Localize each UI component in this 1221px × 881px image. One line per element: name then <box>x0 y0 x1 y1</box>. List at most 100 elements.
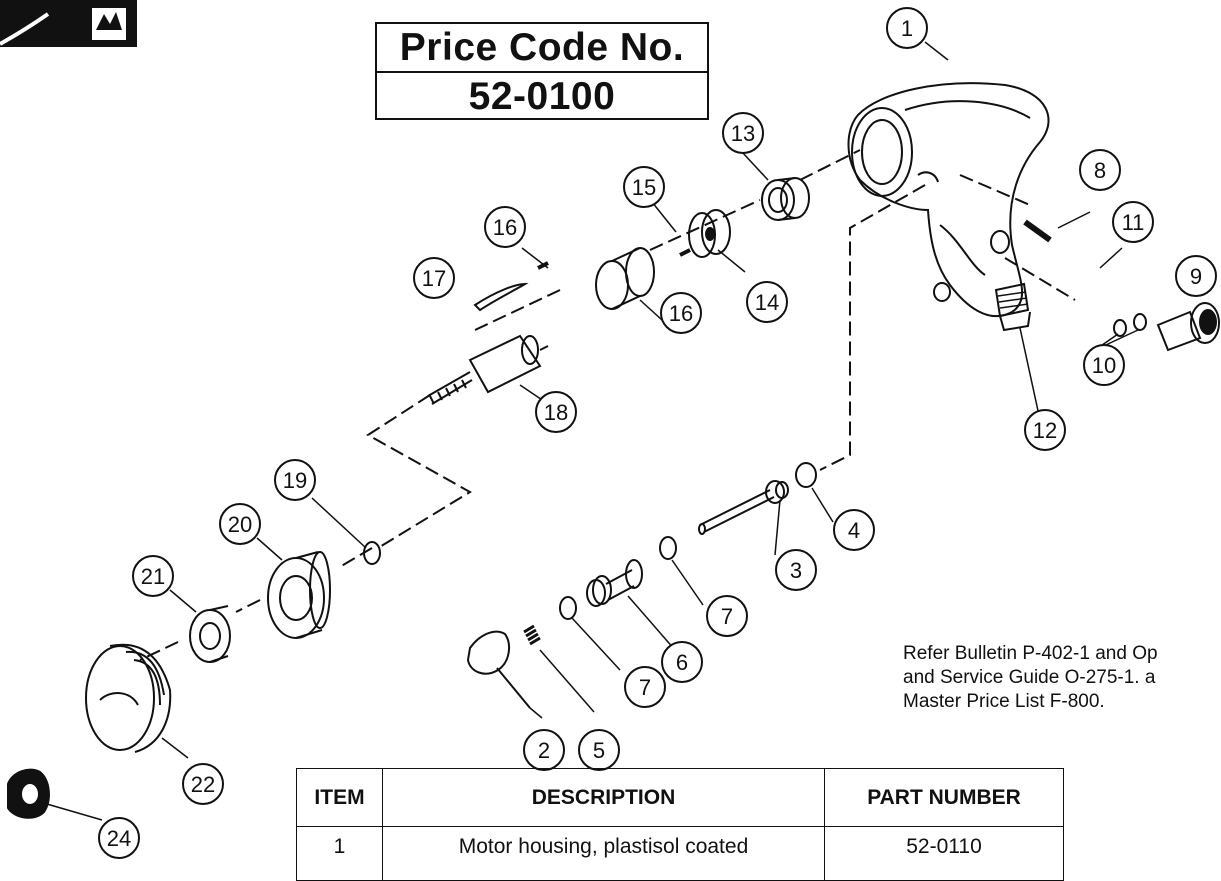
part-6-valve <box>586 559 643 607</box>
callout-circle <box>182 763 224 805</box>
callout-circle <box>886 7 928 49</box>
callout-label: 5 <box>593 738 605 763</box>
callout-circle <box>746 281 788 323</box>
callout-circle <box>274 459 316 501</box>
header-part-number: PART NUMBER <box>824 768 1064 827</box>
callout-label: 21 <box>141 564 165 589</box>
part-22-end-housing <box>85 643 172 753</box>
callout-label: 15 <box>632 175 656 200</box>
callout-circle <box>660 292 702 334</box>
callout-11: 11 <box>1112 201 1154 243</box>
callout-label: 14 <box>755 290 779 315</box>
part-12-inlet-fitting <box>994 282 1031 332</box>
cell-description: Motor housing, plastisol coated <box>382 826 825 881</box>
callout-12: 12 <box>1024 409 1066 451</box>
price-code-label: Price Code No. <box>377 24 707 73</box>
callout-label: 16 <box>669 301 693 326</box>
part-14-end-plate <box>688 209 731 258</box>
callout-14: 14 <box>746 281 788 323</box>
table-header-row: ITEM DESCRIPTION PART NUMBER <box>296 768 1064 827</box>
part-15-cylinder <box>595 247 655 310</box>
callout-circle <box>1024 409 1066 451</box>
price-code-number: 52-0100 <box>468 74 616 118</box>
callout-label: 11 <box>1122 210 1145 235</box>
callout-20: 20 <box>219 503 261 545</box>
callout-label: 12 <box>1033 418 1057 443</box>
part-17-rotor <box>427 334 549 405</box>
callout-circle <box>706 595 748 637</box>
callout-15: 15 <box>623 166 665 208</box>
callout-9: 9 <box>1175 255 1217 297</box>
callout-10: 10 <box>1083 344 1125 386</box>
brand-logo <box>0 0 137 47</box>
callout-circle <box>484 206 526 248</box>
callout-circle <box>624 666 666 708</box>
part-24-nut <box>7 768 50 819</box>
cell-part-number: 52-0110 <box>824 826 1064 881</box>
callout-circle <box>1175 255 1217 297</box>
callout-circle <box>1112 201 1154 243</box>
part-13-bearing <box>761 177 810 221</box>
callout-label: 16 <box>493 215 517 240</box>
callout-circle <box>219 503 261 545</box>
callout-circle <box>132 555 174 597</box>
callout-label: 2 <box>538 738 550 763</box>
callout-16: 16 <box>484 206 526 248</box>
parts-table: ITEM DESCRIPTION PART NUMBER 1 Motor hou… <box>296 768 1064 881</box>
callout-18: 18 <box>535 391 577 433</box>
callout-label: 10 <box>1092 353 1116 378</box>
callout-label: 3 <box>790 558 802 583</box>
callout-label: 7 <box>721 604 733 629</box>
callout-19: 19 <box>274 459 316 501</box>
part-20-bearing <box>267 551 331 639</box>
callout-2: 2 <box>523 729 565 771</box>
callout-label: 19 <box>283 468 307 493</box>
callout-label: 18 <box>544 400 568 425</box>
callout-21: 21 <box>132 555 174 597</box>
table-row: 1 Motor housing, plastisol coated 52-011… <box>296 826 1064 881</box>
callout-24: 24 <box>98 817 140 859</box>
callout-label: 4 <box>848 518 860 543</box>
header-description: DESCRIPTION <box>382 768 825 827</box>
callout-label: 9 <box>1190 264 1202 289</box>
part-9-regulator <box>1156 302 1220 352</box>
callout-6: 6 <box>661 641 703 683</box>
callout-label: 1 <box>901 16 913 41</box>
cell-item: 1 <box>296 826 383 881</box>
callout-16: 16 <box>660 292 702 334</box>
callout-label: 17 <box>422 266 446 291</box>
callout-label: 13 <box>731 121 755 146</box>
callout-circle <box>775 549 817 591</box>
callout-4: 4 <box>833 509 875 551</box>
callout-7: 7 <box>624 666 666 708</box>
part-motor-housing <box>847 82 1050 318</box>
callout-circle <box>623 166 665 208</box>
callout-circle <box>535 391 577 433</box>
part-21-bearing <box>189 605 231 663</box>
callout-7: 7 <box>706 595 748 637</box>
callout-17: 17 <box>413 257 455 299</box>
callout-13: 13 <box>722 112 764 154</box>
callout-label: 22 <box>191 772 215 797</box>
callout-label: 24 <box>107 826 131 851</box>
callout-label: 7 <box>639 675 651 700</box>
price-code-box: Price Code No. 52-0100 <box>375 22 709 120</box>
callout-circle <box>722 112 764 154</box>
callout-8: 8 <box>1079 149 1121 191</box>
callout-circle <box>413 257 455 299</box>
callout-22: 22 <box>182 763 224 805</box>
callout-label: 20 <box>228 512 252 537</box>
reference-note: Refer Bulletin P-402-1 and Op and Servic… <box>903 643 1158 712</box>
callout-label: 6 <box>676 650 688 675</box>
callout-label: 8 <box>1094 158 1106 183</box>
callout-circle <box>661 641 703 683</box>
callout-circle <box>98 817 140 859</box>
header-item: ITEM <box>296 768 383 827</box>
callout-circle <box>833 509 875 551</box>
callout-1: 1 <box>886 7 928 49</box>
callout-5: 5 <box>578 729 620 771</box>
part-3-valve-stem <box>698 480 789 535</box>
callout-3: 3 <box>775 549 817 591</box>
